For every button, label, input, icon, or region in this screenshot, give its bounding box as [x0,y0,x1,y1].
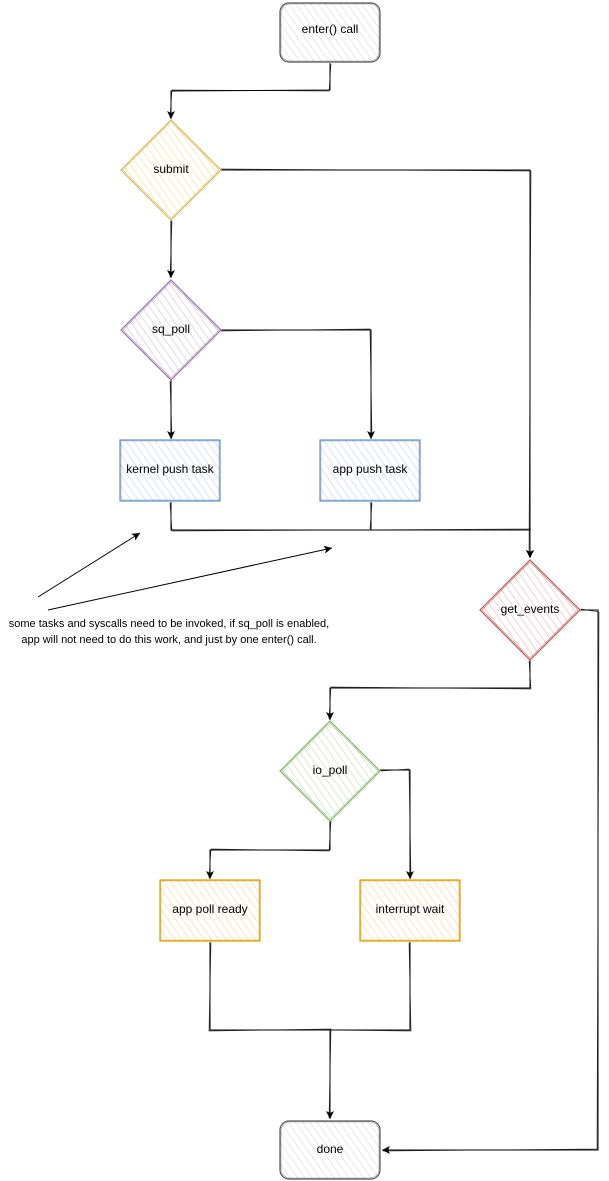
node-app-push-task[interactable]: app push task [319,439,421,502]
node-get-events[interactable]: get_events [479,559,581,661]
edge-get-events-to-io-poll [326,660,532,720]
edge-sq-poll-to-kernel-push [167,380,175,439]
node-app-poll-ready[interactable]: app poll ready [159,879,261,942]
node-done-label: done [317,1142,344,1156]
edge-submit-to-get-events [220,168,534,558]
node-kernel-push-task[interactable]: kernel push task [119,439,221,502]
edge-io-poll-to-interrupt-wait [380,768,414,879]
annotation-arrow-to-kernel-push [37,532,141,598]
node-submit[interactable]: submit [120,119,222,221]
node-enter-call-label: enter() call [302,22,359,36]
node-interrupt-wait[interactable]: interrupt wait [359,879,461,942]
annotation-arrows [37,532,333,611]
annotation-arrow-to-app-push [47,545,333,611]
node-app-poll-ready-label: app poll ready [172,902,247,916]
node-kernel-push-task-label: kernel push task [126,462,214,476]
edge-app-poll-ready-to-done [208,942,334,1119]
node-sq-poll-label: sq_poll [152,322,190,336]
node-get-events-label: get_events [501,602,560,616]
edge-sq-poll-to-app-push [220,328,375,439]
edge-enter-to-submit [167,63,332,119]
edge-interrupt-wait-to-done [330,942,412,1032]
node-io-poll[interactable]: io_poll [279,720,381,822]
node-interrupt-wait-label: interrupt wait [376,902,445,916]
node-sq-poll[interactable]: sq_poll [120,279,222,381]
edges [167,63,600,1154]
edge-kernel-push-to-get-events [169,502,534,558]
node-enter-call[interactable]: enter() call [279,2,381,63]
node-app-push-task-label: app push task [333,462,409,476]
edge-app-push-to-get-events [369,502,373,530]
edge-get-events-to-done [382,608,600,1154]
node-io-poll-label: io_poll [313,763,348,777]
sq-poll-annotation: some tasks and syscalls need to be invok… [8,618,330,646]
node-done[interactable]: done [279,1120,381,1180]
node-submit-label: submit [153,162,189,176]
edge-submit-to-sq-poll [167,220,175,278]
edge-io-poll-to-app-poll-ready [206,820,332,879]
